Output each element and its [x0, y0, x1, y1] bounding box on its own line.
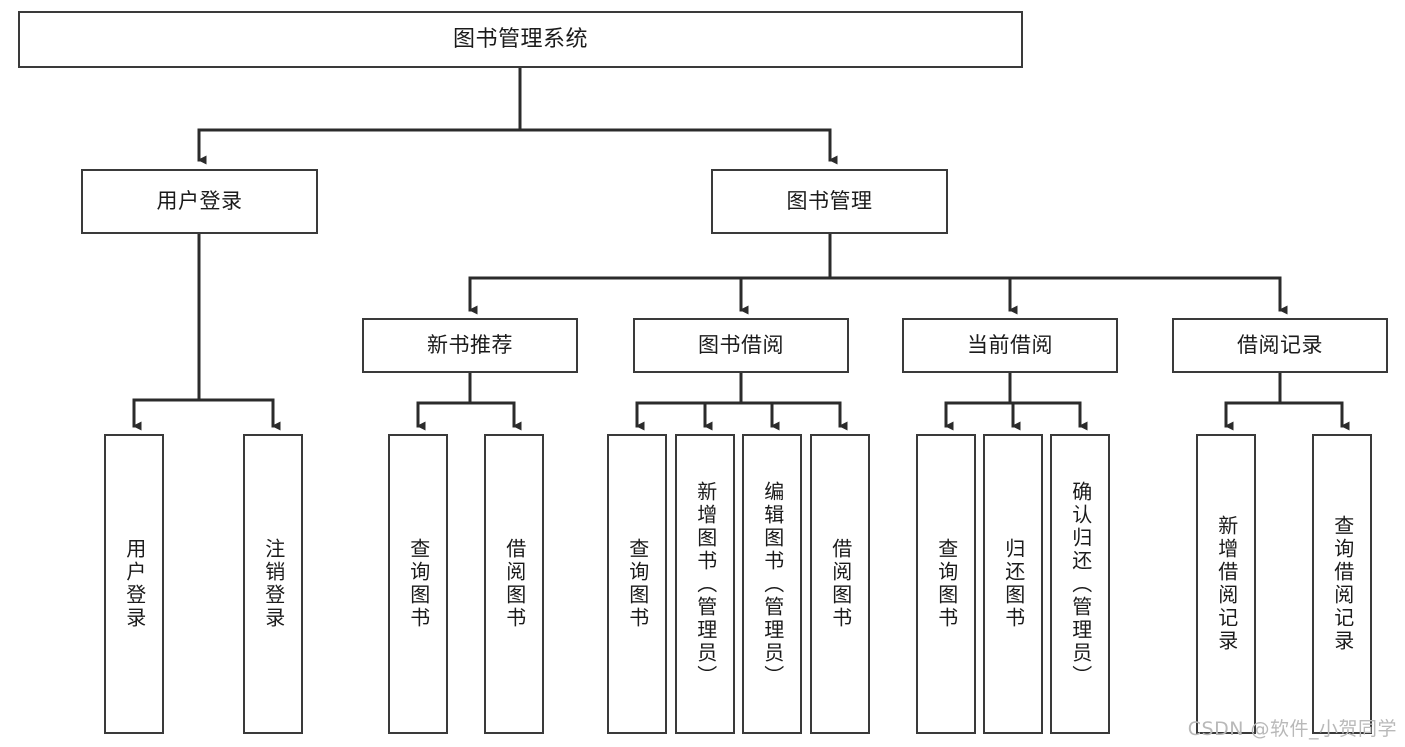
node-leaf-logout-label: 注销登录: [261, 538, 286, 630]
node-leaf-query-book-2[interactable]: 查询图书: [607, 434, 667, 734]
node-leaf-add-book[interactable]: 新增图书（管理员）: [675, 434, 735, 734]
node-leaf-confirm-return[interactable]: 确认归还（管理员）: [1050, 434, 1110, 734]
node-leaf-query-book-3[interactable]: 查询图书: [916, 434, 976, 734]
node-borrow-record[interactable]: 借阅记录: [1172, 318, 1388, 373]
node-root[interactable]: 图书管理系统: [18, 11, 1023, 68]
node-leaf-borrow-book-2[interactable]: 借阅图书: [810, 434, 870, 734]
node-current-borrow-label: 当前借阅: [967, 333, 1053, 358]
node-book-borrow[interactable]: 图书借阅: [633, 318, 849, 373]
node-leaf-query-book-2-label: 查询图书: [625, 538, 650, 630]
node-leaf-return-book-label: 归还图书: [1001, 538, 1026, 630]
node-leaf-query-book-1[interactable]: 查询图书: [388, 434, 448, 734]
node-leaf-borrow-book-1-label: 借阅图书: [502, 538, 527, 630]
node-leaf-add-record[interactable]: 新增借阅记录: [1196, 434, 1256, 734]
node-leaf-add-book-label: 新增图书（管理员）: [693, 480, 718, 688]
node-book-manage[interactable]: 图书管理: [711, 169, 948, 234]
node-root-label: 图书管理系统: [452, 26, 588, 52]
node-leaf-borrow-book-1[interactable]: 借阅图书: [484, 434, 544, 734]
node-leaf-add-record-label: 新增借阅记录: [1214, 515, 1239, 653]
node-new-book-recommend[interactable]: 新书推荐: [362, 318, 578, 373]
node-leaf-confirm-return-label: 确认归还（管理员）: [1068, 480, 1093, 688]
node-leaf-edit-book-label: 编辑图书（管理员）: [760, 480, 785, 688]
node-borrow-record-label: 借阅记录: [1237, 333, 1323, 358]
node-leaf-edit-book[interactable]: 编辑图书（管理员）: [742, 434, 802, 734]
node-user-login[interactable]: 用户登录: [81, 169, 318, 234]
node-leaf-query-book-3-label: 查询图书: [934, 538, 959, 630]
node-book-borrow-label: 图书借阅: [698, 333, 784, 358]
node-leaf-logout[interactable]: 注销登录: [243, 434, 303, 734]
node-current-borrow[interactable]: 当前借阅: [902, 318, 1118, 373]
node-leaf-query-record-label: 查询借阅记录: [1330, 515, 1355, 653]
node-new-book-recommend-label: 新书推荐: [427, 333, 513, 358]
node-book-manage-label: 图书管理: [786, 189, 873, 214]
node-leaf-query-record[interactable]: 查询借阅记录: [1312, 434, 1372, 734]
node-leaf-user-login-label: 用户登录: [122, 538, 147, 630]
node-leaf-return-book[interactable]: 归还图书: [983, 434, 1043, 734]
node-leaf-user-login[interactable]: 用户登录: [104, 434, 164, 734]
watermark: CSDN @软件_小贺同学: [1187, 718, 1397, 740]
node-leaf-borrow-book-2-label: 借阅图书: [828, 538, 853, 630]
node-user-login-label: 用户登录: [156, 189, 243, 214]
node-leaf-query-book-1-label: 查询图书: [406, 538, 431, 630]
